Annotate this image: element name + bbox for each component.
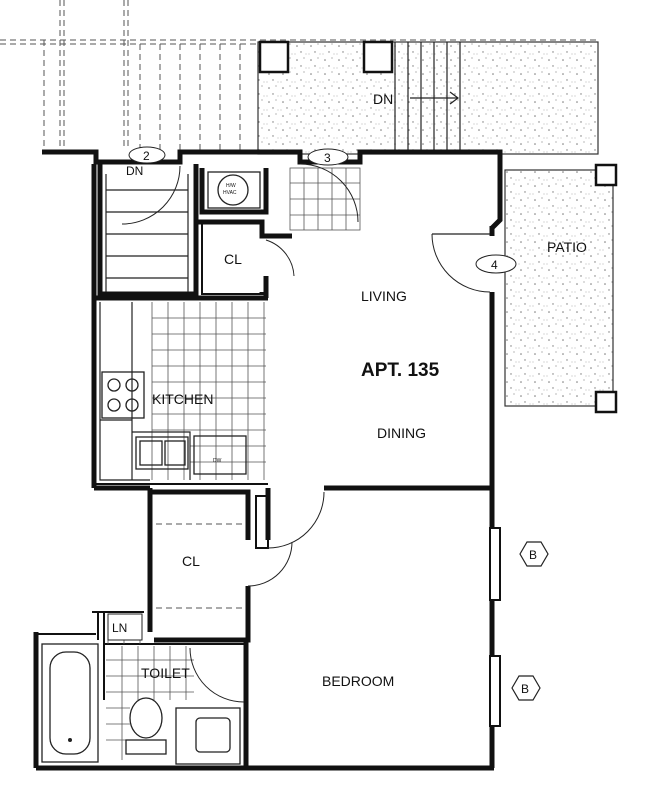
toilet-bowl bbox=[129, 697, 163, 739]
patio-post-bottom bbox=[594, 390, 618, 414]
window-tag-lower bbox=[511, 675, 541, 701]
toilet-tank bbox=[125, 739, 167, 755]
window-tags: B B bbox=[511, 541, 549, 701]
landing-post-left bbox=[258, 40, 290, 74]
water-heater-icon bbox=[217, 174, 249, 206]
landing-post-right bbox=[362, 40, 394, 74]
vanity bbox=[175, 707, 241, 765]
patio-post-top bbox=[594, 163, 618, 187]
dishwasher-label: DW bbox=[213, 458, 222, 464]
closet-lower-label: CL bbox=[182, 553, 200, 569]
patio: PATIO bbox=[504, 163, 618, 414]
closet-upper-label: CL bbox=[224, 251, 242, 267]
burner-icon bbox=[125, 398, 139, 412]
closet-lower: CL bbox=[156, 491, 325, 609]
patio-stipple bbox=[504, 169, 614, 407]
bath-sink bbox=[195, 717, 231, 753]
water-heater-hvac: H/W HVAC bbox=[207, 171, 261, 209]
dining-label: DINING bbox=[377, 425, 426, 441]
closet-upper: CL bbox=[224, 239, 295, 277]
upper-landing: DN bbox=[0, 0, 599, 155]
living-label: LIVING bbox=[361, 288, 407, 304]
bedroom-label: BEDROOM bbox=[322, 673, 394, 689]
bedroom: BEDROOM bbox=[322, 673, 394, 689]
toilet-label: TOILET bbox=[141, 665, 190, 681]
apartment-title: APT. 135 bbox=[361, 360, 440, 381]
linen-label: LN bbox=[112, 621, 127, 635]
window-tag-lower-text: B bbox=[521, 682, 529, 696]
door-tag-3 bbox=[307, 148, 349, 166]
door-tag-2 bbox=[128, 146, 166, 164]
kitchen: DW KITCHEN bbox=[99, 302, 266, 481]
door-tag-4 bbox=[475, 254, 517, 274]
patio-label: PATIO bbox=[547, 239, 587, 255]
exterior-walls bbox=[33, 149, 503, 771]
hvac-label: HVAC bbox=[223, 190, 237, 196]
entry-tile: 3 bbox=[289, 148, 361, 231]
bathroom: LN TOILET bbox=[41, 613, 245, 765]
kitchen-label: KITCHEN bbox=[152, 391, 213, 407]
water-heater-label: H/W bbox=[226, 183, 236, 189]
stair-down-label-left: DN bbox=[126, 164, 143, 178]
window-tag-upper bbox=[519, 541, 549, 567]
stair-down-label-upper: DN bbox=[373, 91, 393, 107]
range bbox=[101, 371, 145, 419]
window-tag-upper-text: B bbox=[529, 548, 537, 562]
kitchen-tile-grid bbox=[151, 302, 266, 480]
burner-icon bbox=[107, 398, 121, 412]
kitchen-sink bbox=[135, 436, 189, 470]
stair-left: DN 2 bbox=[105, 146, 189, 292]
bath-tile-grid bbox=[106, 614, 194, 760]
burner-icon bbox=[125, 378, 139, 392]
door-tag-2-text: 2 bbox=[143, 149, 150, 163]
door-tag-3-text: 3 bbox=[324, 151, 331, 165]
burner-icon bbox=[107, 378, 121, 392]
patio-door: 4 bbox=[431, 233, 517, 293]
dishwasher bbox=[193, 435, 247, 475]
living-dining: LIVING APT. 135 DINING bbox=[361, 288, 440, 441]
bathtub bbox=[41, 643, 99, 763]
door-tag-4-text: 4 bbox=[491, 258, 498, 272]
